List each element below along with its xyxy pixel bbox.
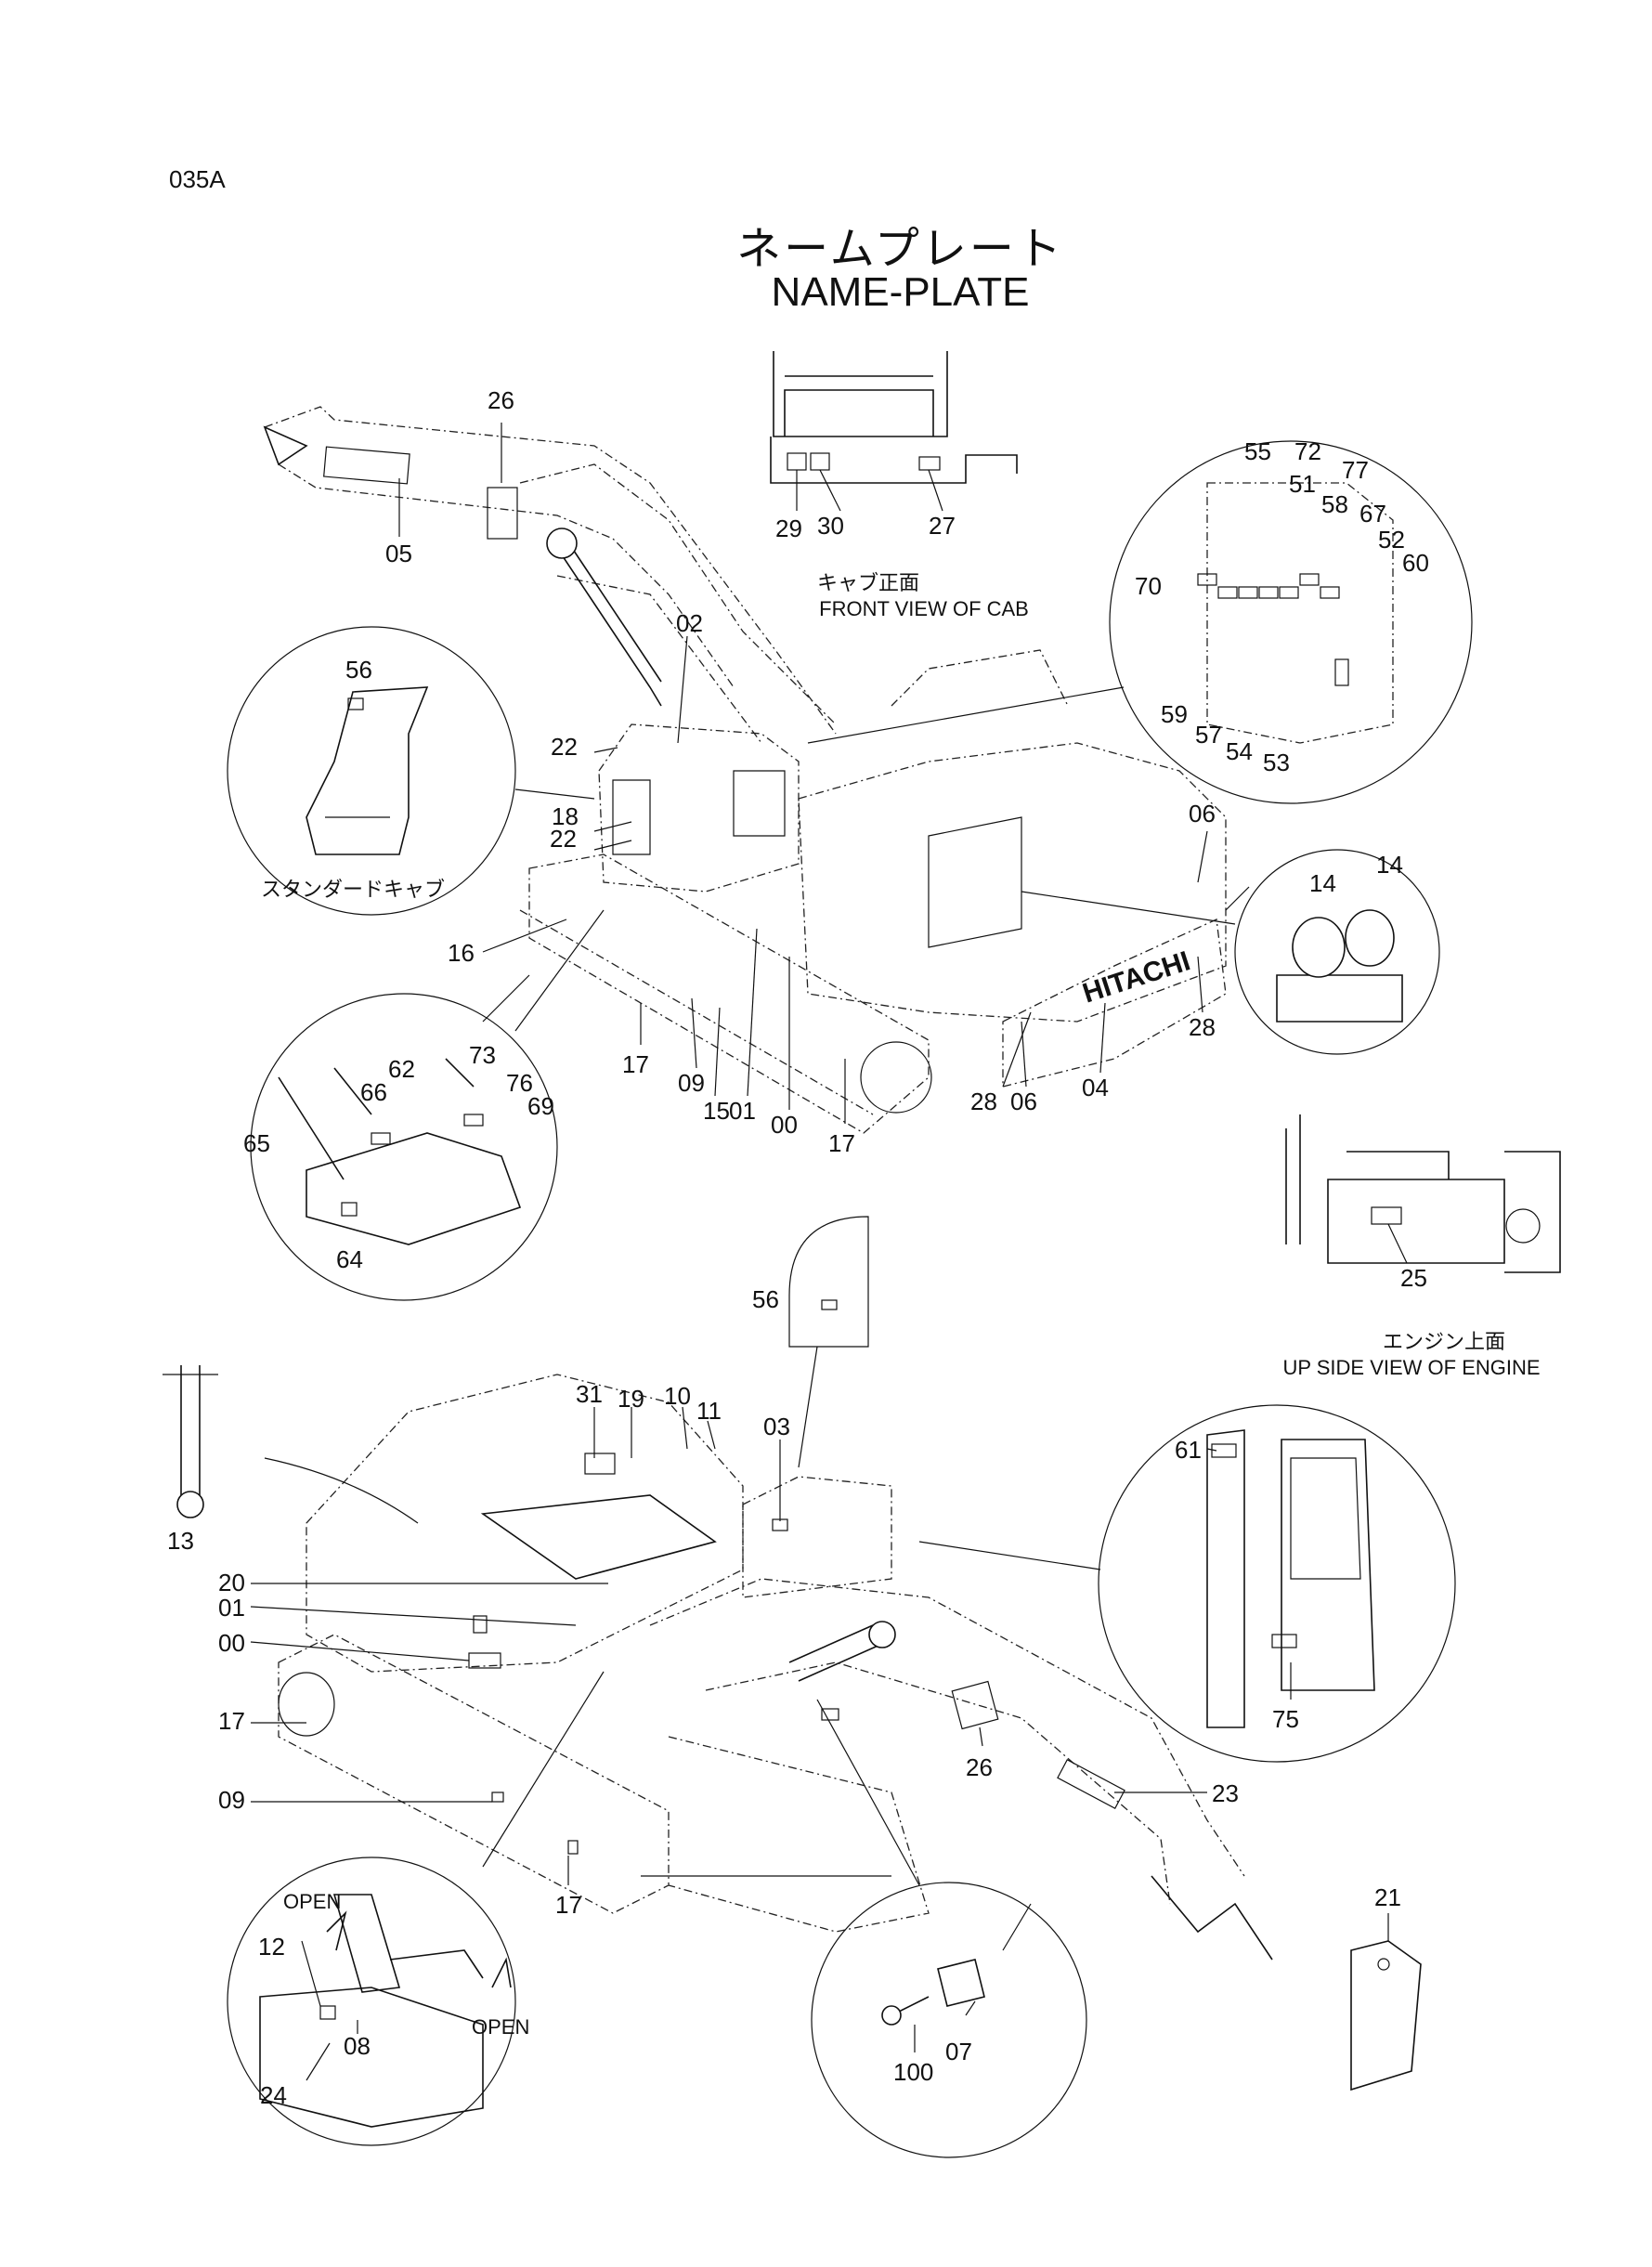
callout: 57	[1195, 721, 1222, 749]
callout: 17	[218, 1707, 245, 1735]
callout: 29	[775, 515, 802, 542]
callout: 76	[506, 1069, 533, 1097]
callout: 15	[703, 1097, 730, 1125]
callout: 75	[1272, 1705, 1299, 1733]
engine-side-view	[1285, 1114, 1561, 1273]
callout: 01	[729, 1097, 756, 1125]
callout: 06	[1189, 800, 1216, 827]
callout: 65	[243, 1129, 270, 1157]
leader-lines	[250, 423, 1292, 2052]
callout: 67	[1359, 500, 1386, 528]
tag-drawing	[1350, 1913, 1422, 2091]
callout: 17	[828, 1129, 855, 1157]
callout: 02	[676, 609, 703, 637]
callout: 09	[678, 1069, 705, 1097]
bottom-excavator-drawing	[163, 1365, 1273, 1961]
callout: 06	[1010, 1088, 1037, 1115]
callout-labels: 26 05 02 29 30 27 55 72 51 77 58 67 52 6…	[167, 386, 1429, 2109]
callout: 56	[345, 656, 372, 684]
callout: 03	[763, 1413, 790, 1440]
callout: 66	[360, 1078, 387, 1106]
callout: 13	[167, 1527, 194, 1555]
standard-cab-circle	[227, 626, 595, 916]
callout: 53	[1263, 749, 1290, 776]
callout: 73	[469, 1041, 496, 1069]
callout: 69	[527, 1092, 554, 1120]
callout: 14	[1309, 869, 1336, 897]
callout: 100	[893, 2058, 933, 2086]
callout: 18	[552, 802, 579, 830]
door-detail-circle	[918, 1404, 1456, 1763]
caption-cab-front-jp: キャブ正面	[817, 571, 919, 594]
cab-upper-circle	[788, 1216, 869, 1468]
callout: 23	[1212, 1779, 1239, 1807]
callout: 58	[1321, 490, 1348, 518]
callout: 61	[1175, 1436, 1202, 1464]
callout: 00	[771, 1111, 798, 1139]
callout: 26	[966, 1753, 993, 1781]
open-label-2: OPEN	[472, 2015, 529, 2039]
callout: 28	[1189, 1013, 1216, 1041]
callout: 00	[218, 1629, 245, 1657]
caption-cab-front-en: FRONT VIEW OF CAB	[819, 597, 1029, 620]
callout: 56	[752, 1285, 779, 1313]
callout: 21	[1374, 1883, 1401, 1911]
lever-detail-circle	[250, 909, 605, 1301]
callout: 22	[551, 733, 578, 761]
callout: 11	[696, 1397, 722, 1425]
title-english: NAME-PLATE	[771, 269, 1030, 315]
caption-standard-cab-jp: スタンダードキャブ	[261, 878, 445, 901]
callout: 20	[218, 1569, 245, 1596]
callout: 64	[336, 1245, 363, 1273]
callout: 26	[488, 386, 514, 414]
caption-engine-top-en: UP SIDE VIEW OF ENGINE	[1282, 1356, 1540, 1379]
callout: 17	[555, 1891, 582, 1919]
callout: 70	[1135, 572, 1162, 600]
callout: 19	[618, 1385, 644, 1413]
callout: 55	[1244, 437, 1271, 465]
callout: 08	[344, 2032, 371, 2060]
callout: 52	[1378, 526, 1405, 554]
title-japanese: ネームプレート	[736, 225, 1064, 274]
callout: 17	[622, 1050, 649, 1078]
callout: 14	[1376, 851, 1403, 879]
callout: 16	[448, 939, 475, 967]
callout: 77	[1342, 456, 1369, 484]
plate-detail-circle	[811, 1699, 1087, 2158]
callout: 01	[218, 1594, 245, 1622]
callout: 22	[550, 825, 577, 853]
caption-engine-top-jp: エンジン上面	[1383, 1330, 1505, 1353]
callout: 07	[945, 2038, 972, 2065]
document-code: 035A	[169, 165, 226, 193]
callout: 51	[1289, 470, 1316, 498]
callout: 27	[929, 512, 956, 540]
open-box-circle	[227, 1671, 605, 2146]
callout: 59	[1161, 700, 1188, 728]
callout: 09	[218, 1786, 245, 1814]
callout: 62	[388, 1055, 415, 1083]
engine-tank-circle	[1021, 849, 1440, 1055]
callout: 72	[1294, 437, 1321, 465]
callout: 05	[385, 540, 412, 567]
cab-front-view	[770, 351, 1018, 512]
cab-detail-circle	[807, 440, 1473, 804]
callout: 54	[1226, 737, 1253, 765]
callout: 28	[970, 1088, 997, 1115]
callout: 31	[576, 1380, 603, 1408]
open-label-1: OPEN	[283, 1890, 341, 1913]
callout: 60	[1402, 549, 1429, 577]
callout: 25	[1400, 1264, 1427, 1292]
callout: 30	[817, 512, 844, 540]
callout: 10	[664, 1382, 691, 1410]
callout: 12	[258, 1933, 285, 1961]
callout: 24	[260, 2081, 287, 2109]
callout: 04	[1082, 1074, 1109, 1101]
